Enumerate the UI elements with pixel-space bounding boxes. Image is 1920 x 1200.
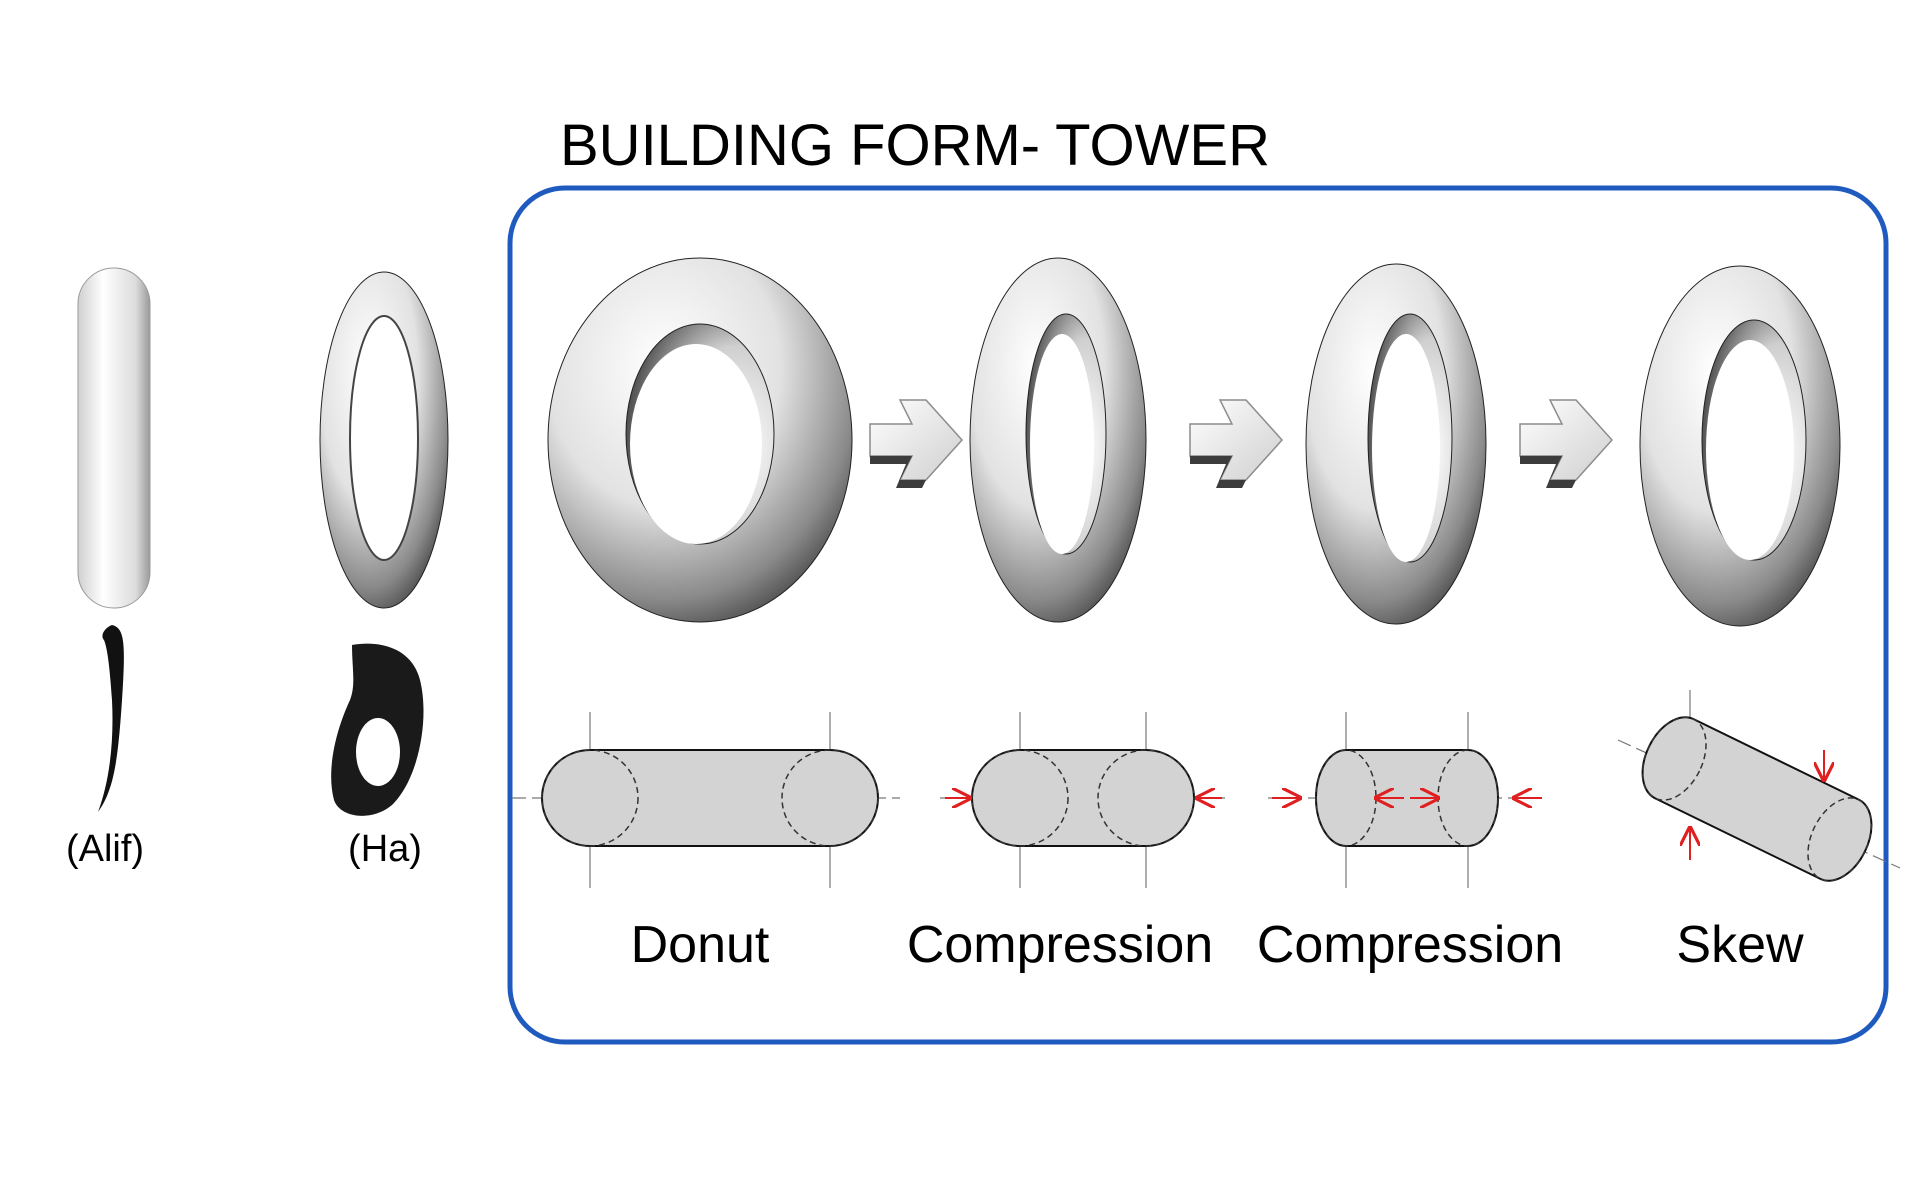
stage-arrow-body	[869, 399, 964, 481]
page-title: BUILDING FORM- TOWER	[560, 113, 1270, 178]
alif-caption: (Alif)	[65, 828, 145, 870]
stage-arrow-shadow	[1520, 456, 1576, 488]
stage-arrow-2	[1189, 399, 1284, 488]
stage-arrow-3	[1519, 399, 1614, 488]
skew-right-ellipse	[1807, 797, 1873, 882]
donut-torus-hole-inner	[630, 344, 762, 544]
stage-arrow-body	[1189, 399, 1284, 481]
stage-frame	[507, 185, 1889, 1045]
tori-layer	[547, 257, 1841, 627]
compression-torus-2-hole-inner	[1372, 334, 1440, 562]
stage-arrow-shadow	[1190, 456, 1246, 488]
ha-caption: (Ha)	[348, 828, 422, 870]
compression-1-right-circle	[1097, 749, 1195, 847]
compression-caption-2: Compression	[1256, 916, 1564, 974]
donut-section-right-circle	[781, 749, 879, 847]
stage-arrow-1	[869, 399, 964, 488]
arrows-layer	[869, 399, 1614, 488]
skew-caption: Skew	[1676, 916, 1804, 974]
ha-glyph-counter	[356, 718, 400, 786]
ha-ring-hole	[349, 315, 419, 561]
donut-section-left-circle	[541, 749, 639, 847]
skew-section-group	[1641, 716, 1873, 882]
letters-layer	[77, 267, 449, 816]
compression-torus-1-hole-inner	[1030, 334, 1094, 554]
stage-arrow-body	[1519, 399, 1614, 481]
donut-section	[541, 749, 879, 847]
sections-layer	[512, 690, 1901, 888]
compression-2-section	[1315, 749, 1499, 847]
alif-bar-shape	[77, 267, 151, 609]
donut-caption: Donut	[630, 916, 770, 974]
skew-torus-hole-inner	[1706, 340, 1794, 560]
alif-glyph-shape	[98, 625, 124, 812]
frame-layer	[507, 185, 1889, 1045]
compression-1-section	[971, 749, 1195, 847]
skew-left-ellipse	[1641, 716, 1707, 801]
compression-1-left-circle	[971, 749, 1069, 847]
compression-caption-1: Compression	[906, 916, 1214, 974]
stage-arrow-shadow	[870, 456, 926, 488]
